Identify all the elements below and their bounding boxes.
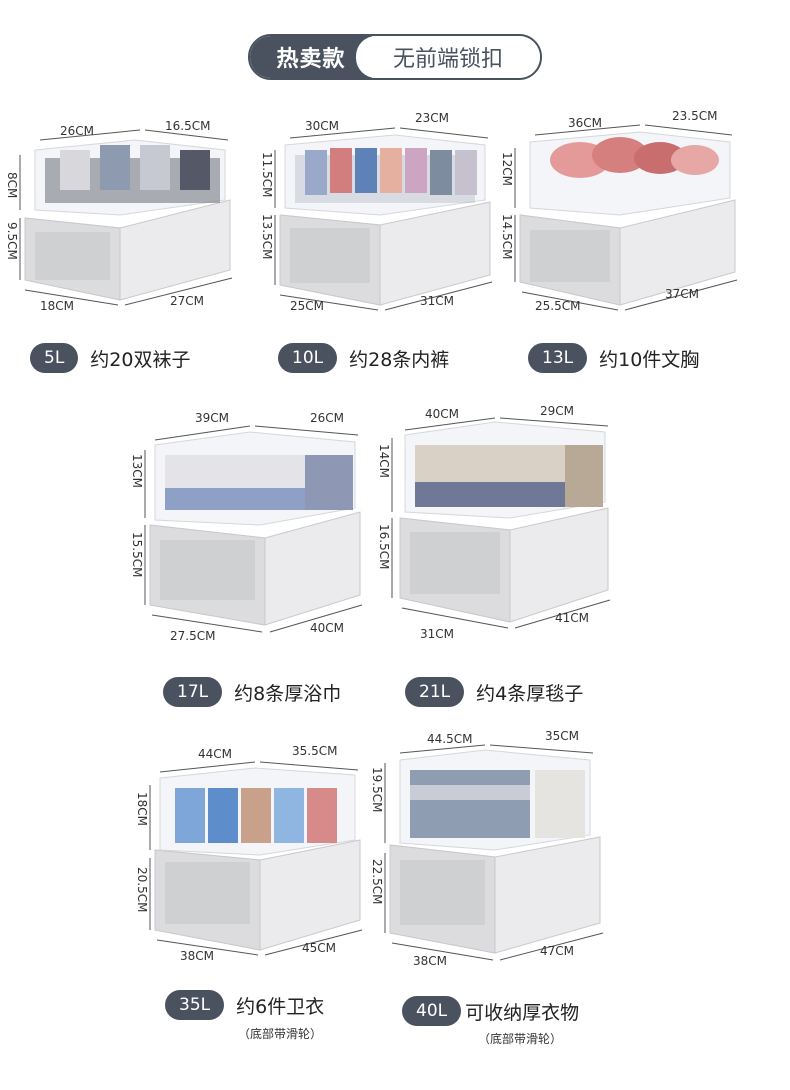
top-depth-label: 36CM	[568, 116, 602, 130]
capacity-badge: 17L	[163, 677, 223, 707]
bottom-width-label: 47CM	[540, 944, 574, 958]
bottom-height-label: 9.5CM	[5, 222, 19, 260]
capacity-badge: 35L	[165, 990, 225, 1020]
bottom-height-label: 22.5CM	[370, 859, 384, 904]
capacity-desc: 约8条厚浴巾	[234, 682, 342, 705]
drawer-illustration: 36CM 23.5CM 12CM 14.5CM 25.5CM 37CM	[500, 109, 738, 313]
product-40l-label: 40L 可收纳厚衣物	[402, 996, 579, 1026]
hot-label: 热卖款	[250, 36, 372, 78]
top-width-label: 16.5CM	[165, 119, 210, 133]
bottom-width-label: 37CM	[665, 287, 699, 301]
bottom-width-label: 40CM	[310, 621, 344, 635]
capacity-desc: 约4条厚毯子	[476, 682, 584, 705]
top-depth-label: 26CM	[60, 124, 94, 138]
product-40l: 44.5CM 35CM 19.5CM 22.5CM 38CM 47CM	[370, 729, 625, 974]
bottom-width-label: 45CM	[302, 941, 336, 955]
wheels-note-40l: （底部带滑轮）	[478, 1032, 563, 1046]
capacity-desc: 可收纳厚衣物	[465, 1001, 580, 1024]
product-5l-label: 5L 约20双袜子	[30, 343, 190, 373]
drawer-illustration: 44CM 35.5CM 18CM 20.5CM 38CM 45CM	[135, 744, 363, 963]
wheels-note-35l: （底部带滑轮）	[238, 1027, 323, 1041]
bottom-height-label: 16.5CM	[377, 524, 391, 569]
bottom-depth-label: 18CM	[40, 299, 74, 313]
top-depth-label: 44.5CM	[427, 732, 472, 746]
product-10l-label: 10L 约28条内裤	[278, 343, 449, 373]
product-35l-label: 35L 约6件卫衣	[165, 990, 324, 1020]
bottom-width-label: 27CM	[170, 294, 204, 308]
capacity-badge: 5L	[30, 343, 79, 373]
bottom-depth-label: 38CM	[413, 954, 447, 968]
product-21l: 40CM 29CM 14CM 16.5CM 31CM 41CM	[377, 400, 630, 654]
top-depth-label: 39CM	[195, 411, 229, 425]
feature-label: 无前端锁扣	[356, 36, 540, 78]
top-height-label: 11.5CM	[260, 152, 274, 197]
top-width-label: 23CM	[415, 111, 449, 125]
drawer-illustration: 30CM 23CM 11.5CM 13.5CM 25CM 31CM	[260, 111, 493, 313]
product-21l-label: 21L 约4条厚毯子	[405, 677, 583, 707]
product-17l-label: 17L 约8条厚浴巾	[163, 677, 341, 707]
top-height-label: 14CM	[377, 444, 391, 478]
product-13l: 36CM 23.5CM 12CM 14.5CM 25.5CM 37CM	[500, 100, 760, 324]
bottom-depth-label: 25CM	[290, 299, 324, 313]
product-10l: 30CM 23CM 11.5CM 13.5CM 25CM 31CM	[250, 100, 510, 324]
top-height-label: 18CM	[135, 792, 149, 826]
top-height-label: 13CM	[130, 454, 144, 488]
top-depth-label: 40CM	[425, 407, 459, 421]
capacity-badge: 21L	[405, 677, 465, 707]
product-17l: 39CM 26CM 13CM 15.5CM 27.5CM 40CM	[130, 400, 380, 654]
top-width-label: 35CM	[545, 729, 579, 743]
drawer-illustration: 40CM 29CM 14CM 16.5CM 31CM 41CM	[377, 404, 611, 641]
capacity-desc: 约28条内裤	[349, 348, 450, 371]
top-height-label: 19.5CM	[370, 767, 384, 812]
product-5l: 26CM 16.5CM 8CM 9.5CM 18CM 27CM	[0, 100, 260, 324]
capacity-desc: 约10件文胸	[599, 348, 700, 371]
top-width-label: 29CM	[540, 404, 574, 418]
bottom-height-label: 20.5CM	[135, 867, 149, 912]
bottom-depth-label: 31CM	[420, 627, 454, 641]
capacity-desc: 约6件卫衣	[236, 995, 325, 1018]
bottom-depth-label: 25.5CM	[535, 299, 580, 313]
header-pill: 热卖款 无前端锁扣	[248, 34, 542, 80]
bottom-width-label: 41CM	[555, 611, 589, 625]
capacity-badge: 40L	[402, 996, 462, 1026]
drawer-illustration: 26CM 16.5CM 8CM 9.5CM 18CM 27CM	[5, 119, 233, 313]
capacity-desc: 约20双袜子	[90, 348, 191, 371]
top-height-label: 12CM	[500, 152, 514, 186]
product-35l: 44CM 35.5CM 18CM 20.5CM 38CM 45CM	[130, 740, 380, 974]
top-depth-label: 44CM	[198, 747, 232, 761]
top-depth-label: 30CM	[305, 119, 339, 133]
bottom-depth-label: 27.5CM	[170, 629, 215, 643]
bottom-height-label: 13.5CM	[260, 214, 274, 259]
bottom-width-label: 31CM	[420, 294, 454, 308]
drawer-illustration: 39CM 26CM 13CM 15.5CM 27.5CM 40CM	[130, 411, 363, 643]
bottom-height-label: 14.5CM	[500, 214, 514, 259]
bottom-depth-label: 38CM	[180, 949, 214, 963]
top-width-label: 26CM	[310, 411, 344, 425]
top-width-label: 23.5CM	[672, 109, 717, 123]
bottom-height-label: 15.5CM	[130, 532, 144, 577]
top-height-label: 8CM	[5, 172, 19, 198]
capacity-badge: 10L	[278, 343, 338, 373]
drawer-illustration: 44.5CM 35CM 19.5CM 22.5CM 38CM 47CM	[370, 729, 604, 968]
product-13l-label: 13L 约10件文胸	[528, 343, 699, 373]
top-width-label: 35.5CM	[292, 744, 337, 758]
capacity-badge: 13L	[528, 343, 588, 373]
